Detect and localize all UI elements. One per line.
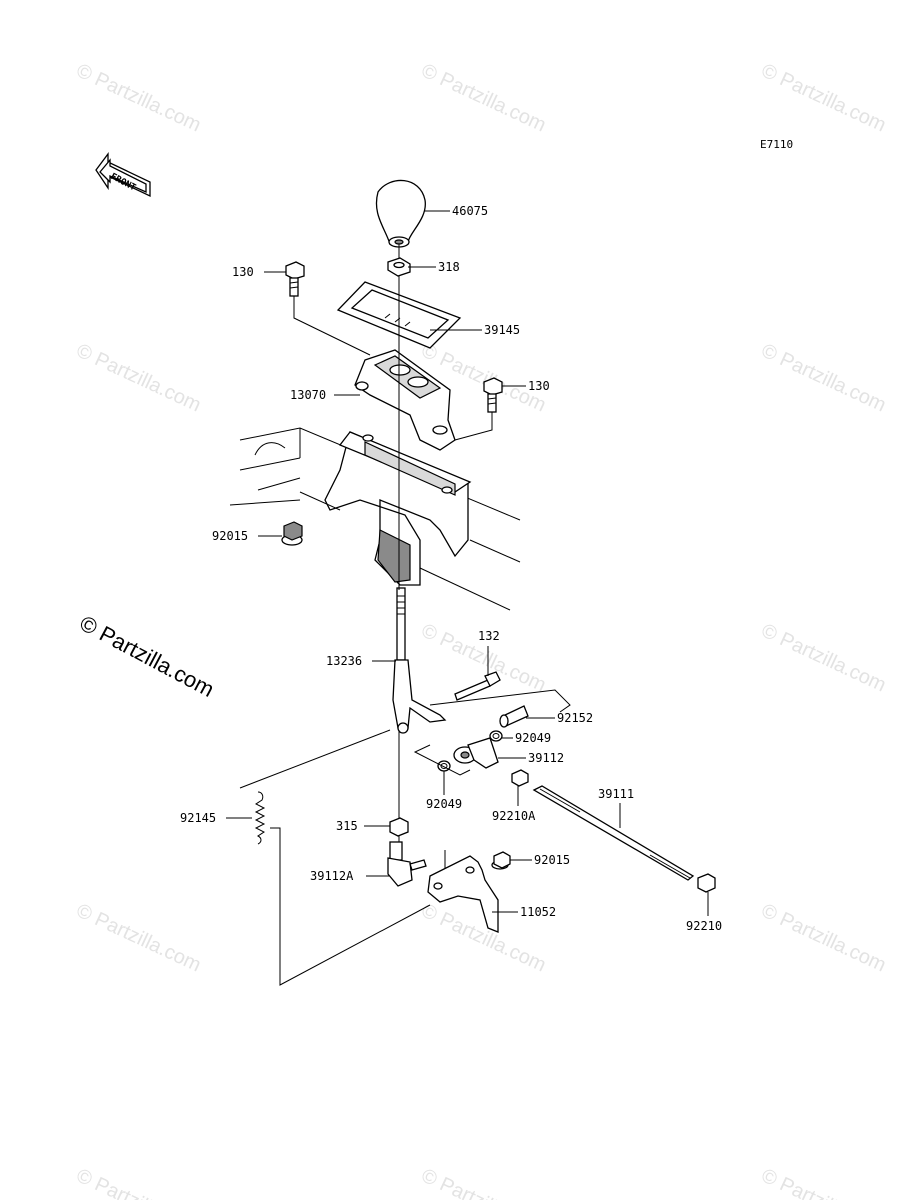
label-39111: 39111 [598,787,634,801]
label-92152: 92152 [557,711,593,725]
part-labels: 46075 318 39145 130 130 13070 92015 1323… [180,204,722,933]
label-39112: 39112 [528,751,564,765]
shifter-housing [354,349,456,451]
bolt-130-left [285,261,305,297]
nut-92210 [697,873,716,893]
sleeve-92152 [499,705,529,728]
flange-nut-92015-bottom [491,851,511,870]
watermark: © Partzilla.com [758,60,889,137]
label-39112a: 39112A [310,869,354,883]
rod-39111 [532,785,695,881]
label-130-right: 130 [528,379,550,393]
shift-bracket [324,431,472,586]
watermark: © Partzilla.com [73,1165,204,1200]
label-92049-left: 92049 [426,797,462,811]
nut-315 [389,817,409,837]
watermark: © Partzilla.com [418,60,549,137]
flange-nut-92015-top [281,521,303,546]
washer-92049-right [489,730,503,742]
diagram-code: E7110 [760,138,793,151]
shift-lever-39112 [453,737,499,769]
label-11052: 11052 [520,905,556,919]
label-130-left: 130 [232,265,254,279]
label-132: 132 [478,629,500,643]
front-arrow-icon: FRONT [95,152,151,198]
watermark: © Partzilla.com [758,340,889,417]
shift-rod [392,587,447,734]
nut-92210a [511,769,529,787]
nut-318 [387,257,411,277]
label-92145: 92145 [180,811,216,825]
watermark: © Partzilla.com [758,900,889,977]
watermark: © Partzilla.com [758,1165,889,1200]
label-13236: 13236 [326,654,362,668]
watermark: © Partzilla.com [758,620,889,697]
watermark: © Partzilla.com [73,340,204,417]
bolt-132 [454,671,501,701]
watermark: © Partzilla.com [73,60,204,137]
label-92210a: 92210A [492,809,536,823]
watermark: © Partzilla.com [73,900,204,977]
spring-92145 [254,791,266,845]
ball-joint-39112a [387,841,427,887]
label-39145: 39145 [484,323,520,337]
label-92210: 92210 [686,919,722,933]
label-92049-right: 92049 [515,731,551,745]
bracket-11052 [427,855,499,933]
label-318: 318 [438,260,460,274]
label-13070: 13070 [290,388,326,402]
label-92015-top: 92015 [212,529,248,543]
watermark: © Partzilla.com [418,1165,549,1200]
leader-lines [226,210,709,986]
shift-knob [375,179,426,248]
label-315: 315 [336,819,358,833]
copyright-notice: © Partzilla.com [76,610,219,702]
label-46075: 46075 [452,204,488,218]
label-92015-bottom: 92015 [534,853,570,867]
